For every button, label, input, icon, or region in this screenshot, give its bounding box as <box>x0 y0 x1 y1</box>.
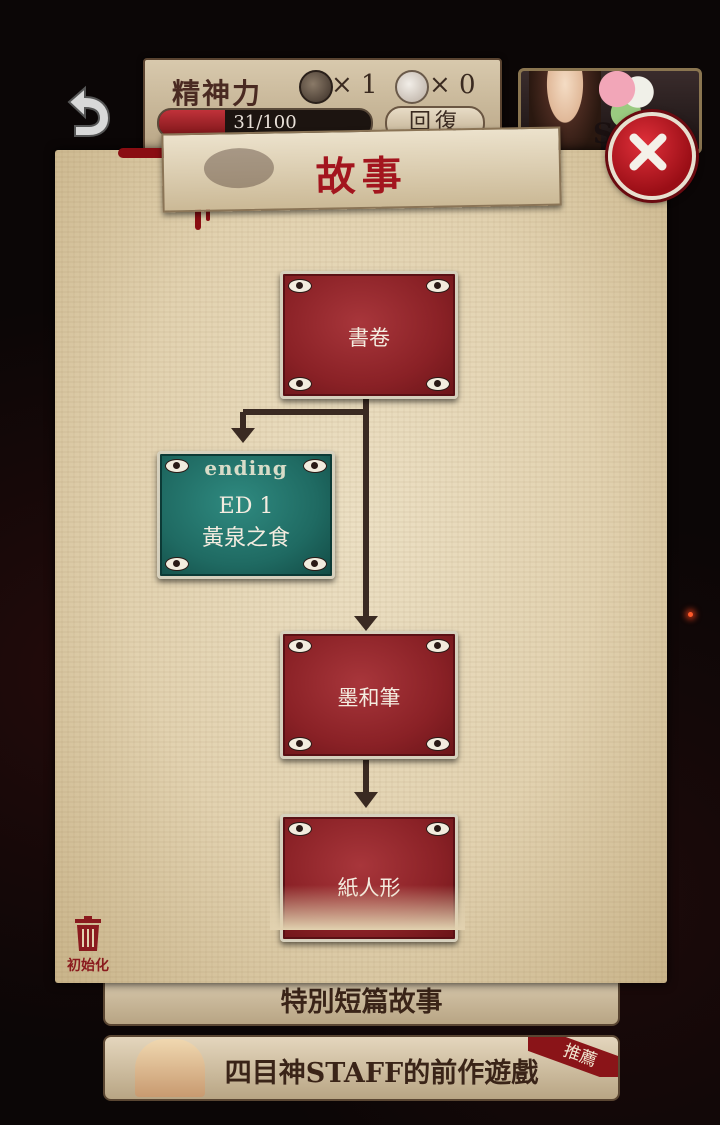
eye-ornament-icon <box>426 822 450 836</box>
eye-ornament-icon <box>288 279 312 293</box>
rice-ball-item-icon <box>299 70 333 104</box>
ending-title: 黃泉之食 <box>201 526 290 551</box>
story-chart-panel: 書卷 ending ED 1 黃泉之食 墨和筆 紙人形 <box>55 150 667 983</box>
story-node-label: 書卷 <box>348 326 390 350</box>
back-arrow-icon[interactable] <box>55 80 117 142</box>
eye-ornament-icon <box>288 639 312 653</box>
scroll-fade <box>270 885 465 930</box>
arrow-to-ending <box>231 428 255 443</box>
flow-connectors <box>231 393 378 808</box>
eye-ornament-icon <box>426 377 450 391</box>
eye-ornament-icon <box>288 822 312 836</box>
recommend-badge: 推薦 <box>528 1037 618 1077</box>
promo-character-portrait <box>135 1039 205 1097</box>
story-node-ink-brush[interactable]: 墨和筆 <box>280 631 458 759</box>
arrow-to-doll <box>354 792 378 808</box>
close-button[interactable] <box>608 112 696 200</box>
blood-splatter <box>118 148 178 158</box>
eye-ornament-icon <box>165 459 189 473</box>
ending-tag: ending <box>204 456 288 480</box>
story-node-scroll[interactable]: 書卷 <box>280 271 458 399</box>
reset-button[interactable]: 初始化 <box>62 915 114 975</box>
eye-ornament-icon <box>426 279 450 293</box>
reset-label: 初始化 <box>67 958 109 974</box>
promo-game-label: 四目神STAFF的前作遊戲 <box>224 1058 539 1089</box>
dango-item-icon <box>395 70 429 104</box>
eye-ornament-icon <box>165 557 189 571</box>
eye-ornament-icon <box>288 737 312 751</box>
stamina-value: 31/100 <box>233 112 297 133</box>
item1-count: × 1 <box>331 70 378 100</box>
ending-node-ed1[interactable]: ending ED 1 黃泉之食 <box>157 451 335 579</box>
promo-game-button[interactable]: 四目神STAFF的前作遊戲 推薦 <box>103 1035 620 1101</box>
ember-particle <box>688 612 693 617</box>
special-story-label: 特別短篇故事 <box>280 987 443 1018</box>
item2-count: × 0 <box>429 70 476 100</box>
recommend-badge-label: 推薦 <box>528 1037 618 1077</box>
arrow-to-ink <box>354 616 378 631</box>
trash-icon <box>75 916 101 951</box>
avatar-corner-letter: S <box>593 117 614 150</box>
eye-ornament-icon <box>303 557 327 571</box>
story-node-label: 墨和筆 <box>337 686 401 710</box>
eye-ornament-icon <box>426 737 450 751</box>
eye-ornament-icon <box>426 639 450 653</box>
eye-ornament-icon <box>288 377 312 391</box>
ending-number: ED 1 <box>218 494 274 519</box>
eye-ornament-icon <box>303 459 327 473</box>
close-icon <box>629 133 667 171</box>
stamina-title: 精神力 <box>172 77 263 110</box>
